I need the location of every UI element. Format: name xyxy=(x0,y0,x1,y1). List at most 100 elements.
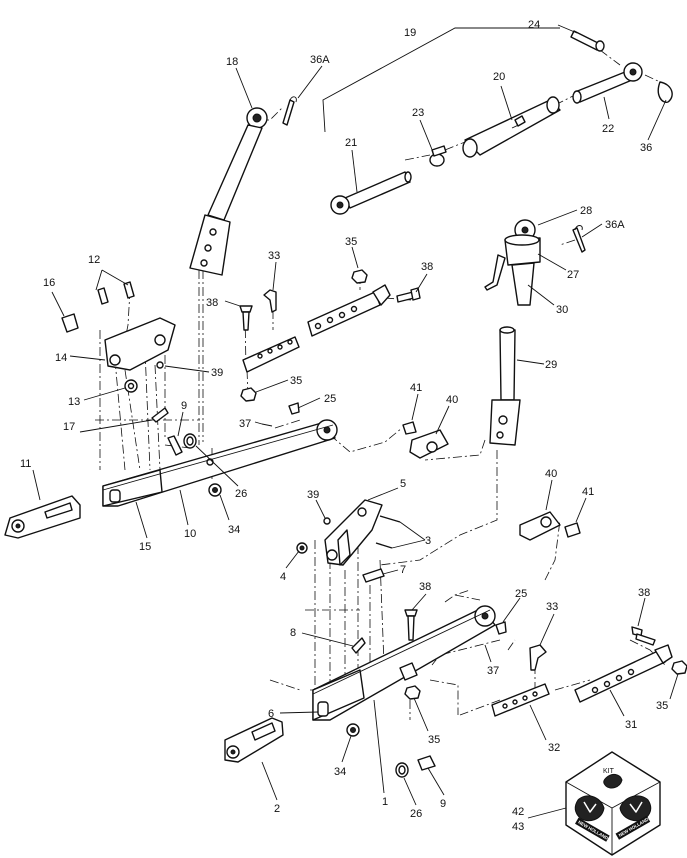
bracket-40-top xyxy=(409,429,449,459)
callout-16: 16 xyxy=(43,277,55,289)
nut-35-top xyxy=(351,269,368,284)
callout-5: 5 xyxy=(400,478,406,490)
pin-37-top xyxy=(261,423,273,427)
pin-24 xyxy=(570,30,605,52)
bolt-38-top xyxy=(396,287,421,303)
callout-22: 22 xyxy=(602,123,614,135)
pin-33-top xyxy=(263,289,277,313)
callout-29: 29 xyxy=(545,359,557,371)
stabilizer-plate-upper xyxy=(242,336,300,373)
callout-38-right: 38 xyxy=(638,587,650,599)
clip-25-bottom xyxy=(495,621,507,635)
callout-36A-top: 36A xyxy=(310,54,330,66)
callout-17: 17 xyxy=(63,421,75,433)
leader-lines xyxy=(32,24,679,819)
callout-20: 20 xyxy=(493,71,505,83)
threaded-rod-29 xyxy=(489,326,521,446)
callout-28: 28 xyxy=(580,205,592,217)
bolt-41-top xyxy=(402,421,417,435)
pin-8 xyxy=(351,637,366,654)
callout-39-left: 39 xyxy=(211,367,223,379)
nut-35-low xyxy=(404,685,421,700)
callout-8: 8 xyxy=(290,627,296,639)
assembly-bracket-19 xyxy=(322,27,560,133)
stabilizer-bar-31 xyxy=(574,644,673,703)
washer-34-bottom xyxy=(346,723,360,737)
callout-32: 32 xyxy=(548,742,560,754)
callout-33-bottom: 33 xyxy=(546,601,558,613)
callout-33-top: 33 xyxy=(268,250,280,262)
callout-30: 30 xyxy=(556,304,568,316)
callout-36A-right: 36A xyxy=(605,219,625,231)
washer-39-mid xyxy=(323,517,331,525)
callout-25-top: 25 xyxy=(324,393,336,405)
callout-9-bottom: 9 xyxy=(440,798,446,810)
stabilizer-plate-32 xyxy=(491,683,550,717)
callout-40-bottom: 40 xyxy=(545,468,557,480)
clip-36 xyxy=(657,81,673,103)
clip-25-top xyxy=(288,402,300,415)
callout-37-bottom: 37 xyxy=(487,665,499,677)
lower-link-1 xyxy=(312,605,496,721)
new-holland-leaf-logo-top xyxy=(603,773,623,789)
callout-38-top: 38 xyxy=(421,261,433,273)
callout-21: 21 xyxy=(345,137,357,149)
bolt-38-right xyxy=(631,626,656,646)
callout-36: 36 xyxy=(640,142,652,154)
nut-35-right xyxy=(671,660,687,675)
callout-35-low: 35 xyxy=(428,734,440,746)
callout-38-mid: 38 xyxy=(419,581,431,593)
pins-3 xyxy=(375,515,401,549)
link-end-21 xyxy=(330,171,412,215)
latch-2 xyxy=(224,717,284,763)
stabilizer-bar-upper xyxy=(307,284,391,337)
callout-39-mid: 39 xyxy=(307,489,319,501)
washer-34-top xyxy=(208,483,222,497)
callout-2: 2 xyxy=(274,803,280,815)
pin-9-top xyxy=(167,435,183,456)
callout-3: 3 xyxy=(425,535,431,547)
callout-6: 6 xyxy=(268,708,274,720)
pin-9-bottom xyxy=(417,755,436,771)
pins-12 xyxy=(97,281,135,305)
callout-35-right: 35 xyxy=(656,700,668,712)
callout-42: 42 xyxy=(512,806,524,818)
callout-13: 13 xyxy=(68,396,80,408)
callout-24: 24 xyxy=(528,19,540,31)
bolt-38-left xyxy=(239,305,253,331)
callout-37-top: 37 xyxy=(239,418,251,430)
pin-36A-right xyxy=(572,225,586,253)
callouts: 24 19 18 36A 20 23 22 36 21 28 36A 27 30… xyxy=(20,19,668,833)
callout-38-left: 38 xyxy=(206,297,218,309)
kit-label: KIT xyxy=(603,768,615,775)
callout-26-bottom: 26 xyxy=(410,808,422,820)
bracket-40-bottom xyxy=(519,511,561,541)
callout-23: 23 xyxy=(412,107,424,119)
lock-23 xyxy=(429,145,447,167)
lift-link-18 xyxy=(189,107,268,276)
callout-7: 7 xyxy=(400,564,406,576)
callout-19: 19 xyxy=(404,27,416,39)
new-holland-leaf-logo-right xyxy=(619,795,652,822)
top-link-tube-22 xyxy=(572,62,643,104)
bolt-38-mid xyxy=(404,609,418,641)
washer-13 xyxy=(124,379,138,393)
callout-12: 12 xyxy=(88,254,100,266)
callout-31: 31 xyxy=(625,719,637,731)
callout-26-top: 26 xyxy=(235,488,247,500)
leveling-box-27 xyxy=(484,219,541,306)
callout-34-bottom: 34 xyxy=(334,766,346,778)
nut-35-mid xyxy=(240,387,257,402)
callout-1: 1 xyxy=(382,796,388,808)
bolt-41-bottom xyxy=(564,522,581,538)
new-holland-leaf-logo-left xyxy=(574,795,605,822)
callout-25-bottom: 25 xyxy=(515,588,527,600)
pin-7 xyxy=(362,568,385,583)
pin-16 xyxy=(61,313,79,333)
pin-17 xyxy=(151,407,169,423)
pin-33-bottom xyxy=(529,644,547,671)
callout-18: 18 xyxy=(226,56,238,68)
callout-41-bottom: 41 xyxy=(582,486,594,498)
